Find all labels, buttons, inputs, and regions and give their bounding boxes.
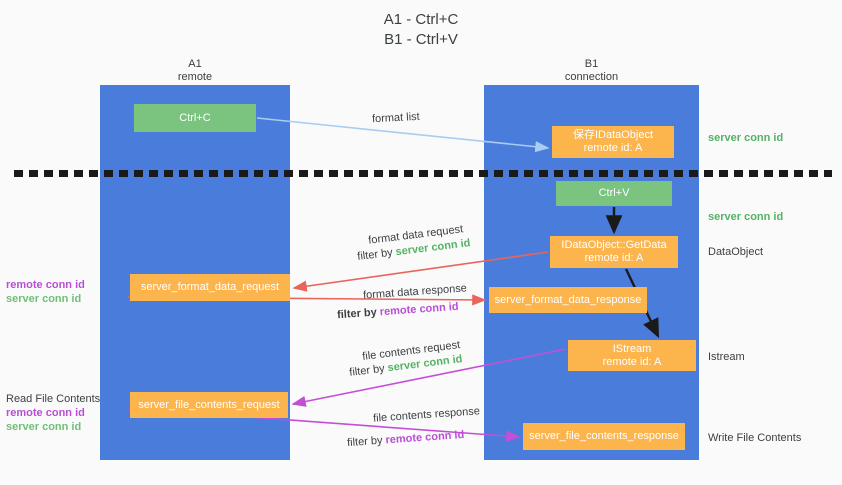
annotation-server-conn-id: server conn id [6, 293, 82, 305]
annotation-server-conn-id-top: server conn id [708, 132, 784, 144]
box-ctrl-v[interactable]: Ctrl+V [556, 181, 672, 206]
box-server-format-data-request[interactable]: server_format_data_request [130, 274, 290, 301]
filter-prefix: filter by [348, 362, 389, 379]
column-header-a1: A1 remote [177, 58, 213, 83]
annotation-left-conn-ids-middle: remote conn id server conn id [6, 278, 100, 306]
annotation-dataobject: DataObject [708, 246, 764, 258]
filter-value-remote-conn-id: remote conn id [385, 428, 465, 447]
column-header-b1: B1 connection [564, 58, 619, 83]
box-server-file-contents-request[interactable]: server_file_contents_request [130, 392, 288, 418]
annotation-server-conn-id-mid: server conn id [708, 211, 784, 223]
label-file-contents-response-filter: filter by remote conn id [347, 428, 465, 450]
label-file-contents-response: file contents response [372, 405, 481, 425]
annotation-remote-conn-id: remote conn id [6, 279, 85, 291]
filter-prefix: filter by [356, 246, 397, 263]
box-server-format-data-response[interactable]: server_format_data_response [489, 287, 647, 313]
page-title: A1 - Ctrl+C B1 - Ctrl+V [383, 11, 459, 48]
label-format-data-response-filter: filter by remote conn id [337, 300, 459, 322]
filter-prefix: filter by [336, 306, 381, 322]
filter-value-remote-conn-id: remote conn id [379, 300, 459, 319]
annotation-server-conn-id-lower: server conn id [6, 421, 82, 433]
annotation-read-file-contents: Read File Contents [6, 393, 101, 405]
dashed-divider [14, 170, 832, 177]
annotation-remote-conn-id-lower: remote conn id [6, 407, 85, 419]
box-istream[interactable]: IStream remote id: A [568, 340, 696, 371]
annotation-left-conn-ids-lower: Read File Contents remote conn id server… [6, 392, 110, 434]
box-idataobject-getdata[interactable]: IDataObject::GetData remote id: A [550, 236, 678, 268]
annotation-write-file-contents: Write File Contents [708, 432, 802, 444]
box-ctrl-c[interactable]: Ctrl+C [134, 104, 256, 132]
annotation-istream: Istream [708, 351, 745, 363]
filter-prefix: filter by [346, 434, 386, 450]
box-server-file-contents-response[interactable]: server_file_contents_response [523, 423, 685, 450]
box-idataobject[interactable]: 保存IDataObject remote id: A [552, 126, 674, 158]
label-format-list: format list [371, 110, 420, 126]
